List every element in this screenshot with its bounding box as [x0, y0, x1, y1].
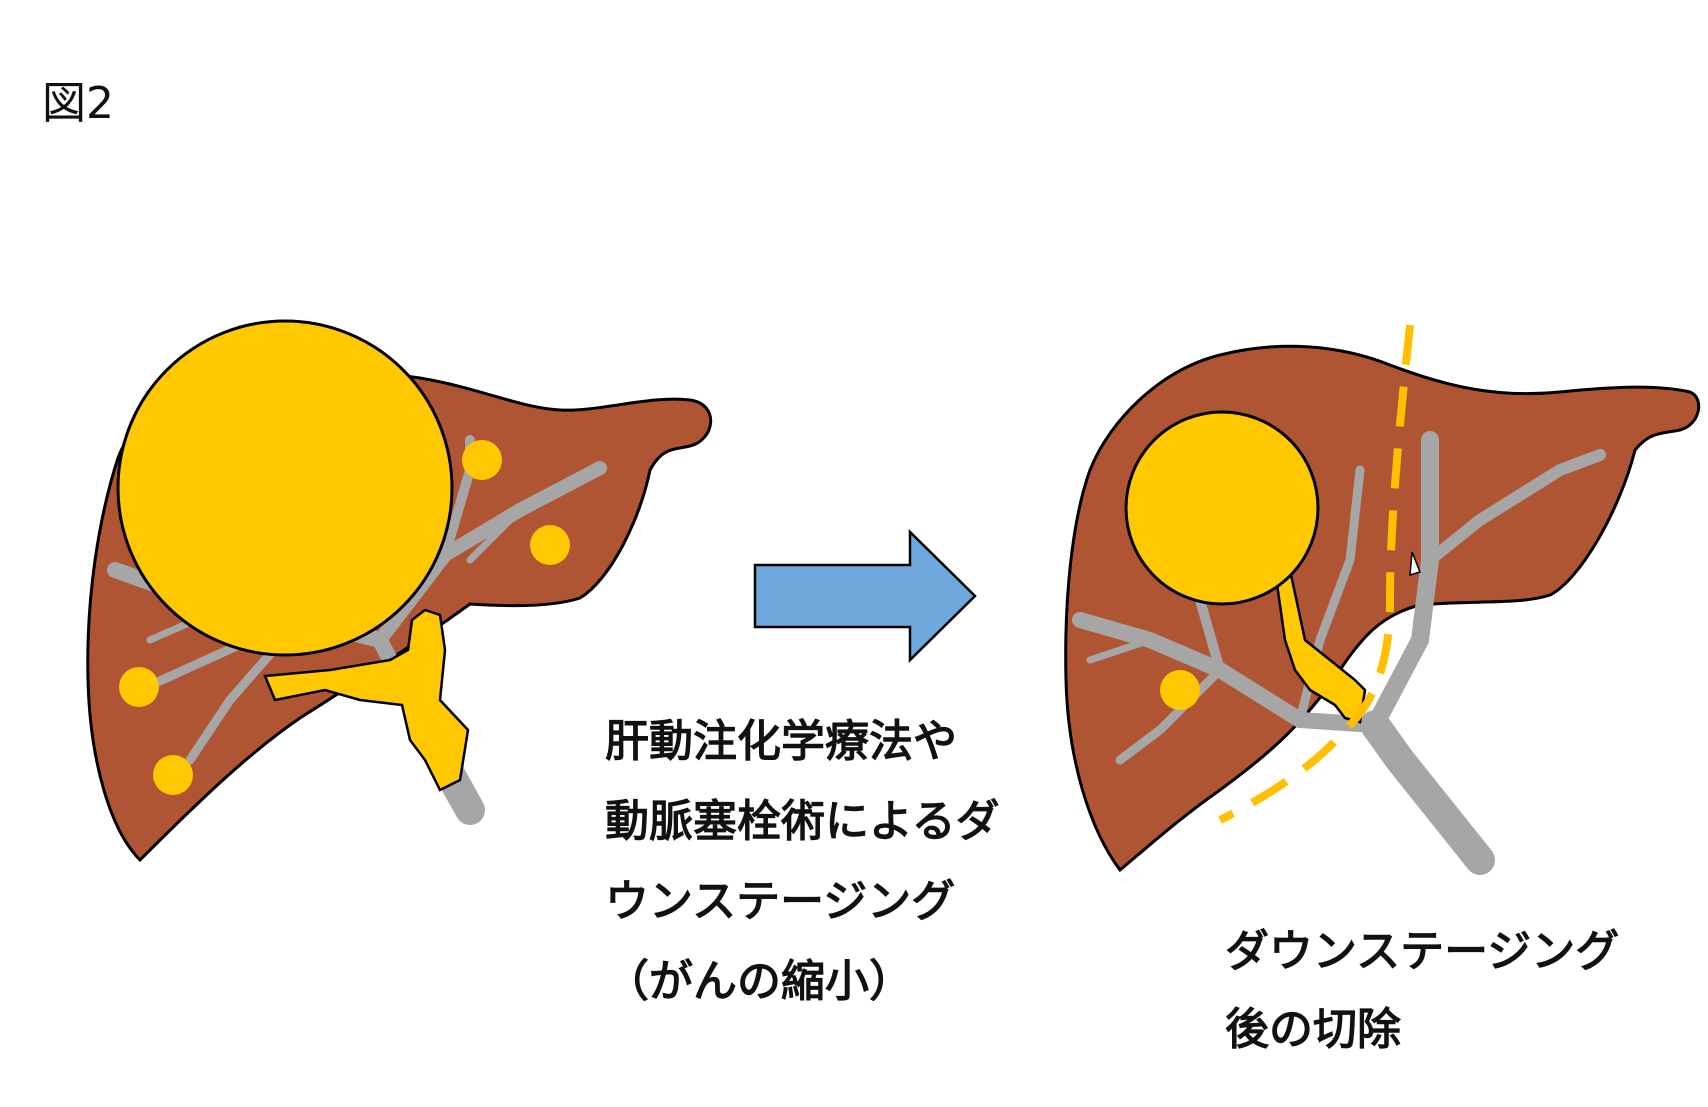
liver-before	[86, 319, 713, 863]
small-tumor	[1160, 670, 1200, 710]
portal-vein-after	[1072, 431, 1606, 875]
caption-right-line-2: 後の切除	[1225, 1004, 1401, 1055]
small-tumor	[530, 525, 570, 565]
caption-middle-line-4: （がんの縮小）	[605, 956, 913, 1007]
caption-right-line-1: ダウンステージング	[1225, 926, 1620, 977]
liver-after-outline	[1064, 344, 1701, 873]
figure-label: 図2	[42, 78, 114, 129]
small-tumor	[462, 440, 502, 480]
large-tumor	[116, 319, 454, 657]
portal-tumor-thrombus-before	[263, 608, 470, 792]
small-tumor	[119, 667, 159, 707]
caption-middle-line-2: 動脈塞栓術によるダ	[605, 796, 1000, 847]
vessel-notch	[1409, 551, 1422, 577]
caption-middle-line-1: 肝動注化学療法や	[605, 716, 957, 767]
small-tumor	[153, 755, 193, 795]
transition-arrow	[753, 529, 977, 663]
resection-line	[1218, 324, 1414, 824]
liver-after	[1064, 324, 1701, 875]
shrunken-tumor	[1124, 410, 1320, 606]
caption-middle-line-3: ウンステージング	[605, 876, 956, 927]
